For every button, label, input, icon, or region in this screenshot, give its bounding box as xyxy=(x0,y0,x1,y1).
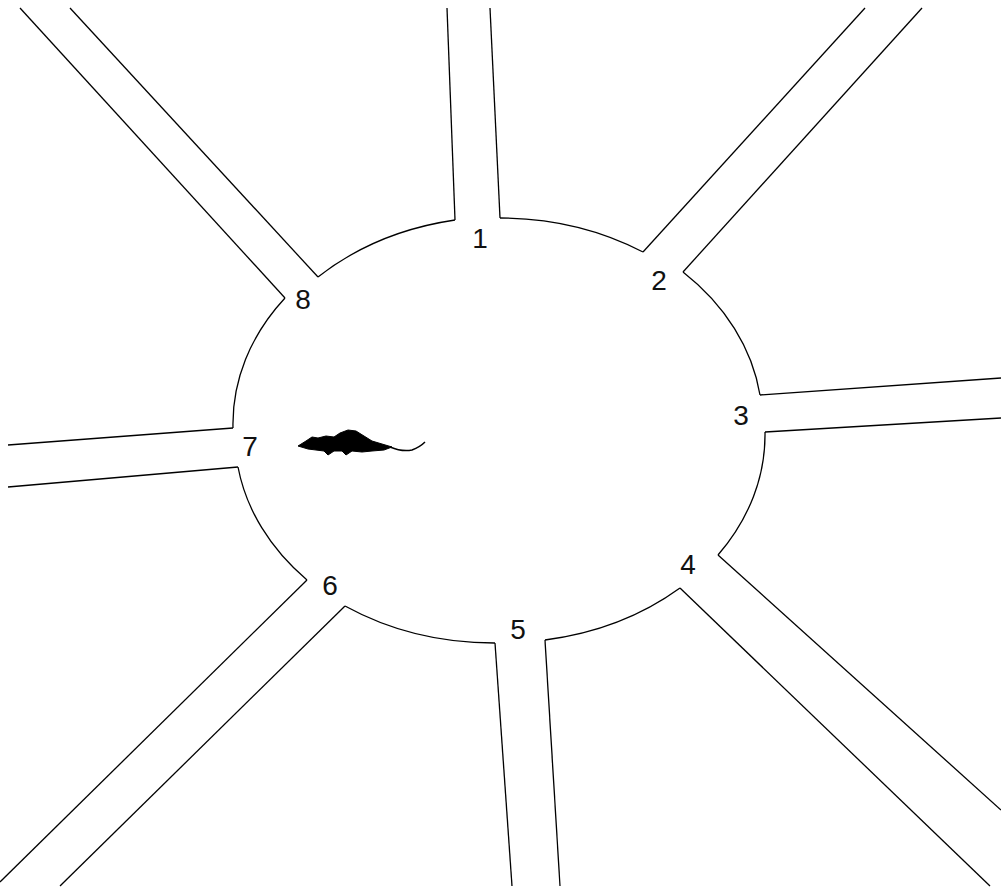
arm-number: 6 xyxy=(322,572,338,600)
arm-number: 7 xyxy=(242,433,258,461)
arm-number: 1 xyxy=(472,225,488,253)
arm-number: 8 xyxy=(295,286,311,314)
rat-silhouette xyxy=(298,430,425,455)
arm-number: 3 xyxy=(733,402,749,430)
arm-number: 5 xyxy=(510,616,526,644)
arm-number: 4 xyxy=(680,551,696,579)
arm-number: 2 xyxy=(651,267,667,295)
